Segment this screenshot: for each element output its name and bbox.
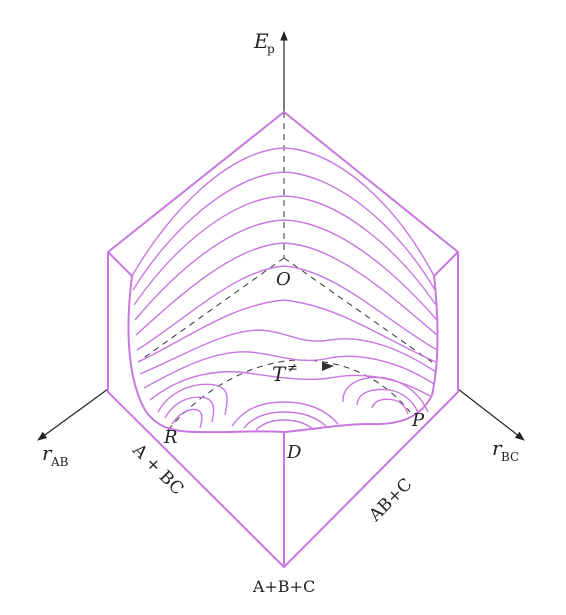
contour-line bbox=[171, 408, 203, 429]
contour-line bbox=[255, 419, 315, 431]
dashed-right-line bbox=[283, 257, 433, 363]
rbc-axis-label: r bbox=[492, 436, 503, 460]
left-valley-label: A + BC bbox=[128, 440, 188, 500]
rab-axis-subscript: AB bbox=[50, 455, 69, 469]
reaction-path bbox=[167, 359, 411, 431]
contour-line bbox=[137, 299, 437, 363]
contour-lines bbox=[131, 147, 438, 431]
axes bbox=[37, 31, 525, 441]
contour-line bbox=[231, 401, 339, 427]
dashed-lines bbox=[137, 112, 433, 431]
rbc-axis bbox=[457, 388, 525, 441]
contour-line bbox=[136, 265, 438, 351]
surface-rim bbox=[127, 275, 439, 434]
contour-line bbox=[243, 411, 327, 429]
rab-axis bbox=[37, 388, 109, 441]
contour-line bbox=[342, 376, 429, 413]
contour-line bbox=[131, 147, 435, 277]
contour-line bbox=[143, 351, 435, 389]
top-right-ridge bbox=[433, 251, 459, 277]
contour-line bbox=[134, 219, 438, 321]
top-left-ridge bbox=[107, 251, 133, 277]
transition-state-mark: ≠ bbox=[287, 361, 298, 376]
contour-line bbox=[164, 396, 215, 423]
contour-line bbox=[356, 388, 419, 413]
surface-frame bbox=[107, 111, 459, 568]
contour-line bbox=[371, 398, 409, 415]
contour-line bbox=[157, 383, 228, 416]
origin-label: O bbox=[276, 269, 291, 290]
transition-state-label: T bbox=[272, 362, 287, 386]
right-valley-label: AB+C bbox=[365, 475, 417, 527]
contour-line bbox=[133, 195, 437, 306]
product-point-label: P bbox=[411, 410, 425, 431]
energy-axis-label: E bbox=[253, 29, 269, 53]
contour-line bbox=[139, 329, 437, 375]
contour-line bbox=[135, 242, 438, 336]
reaction-path-arrow bbox=[322, 362, 334, 371]
bottom-point-label: D bbox=[286, 442, 302, 463]
bottom-corner-label: A+B+C bbox=[252, 577, 315, 596]
reactant-point-label: R bbox=[163, 427, 178, 448]
rab-axis-label: r bbox=[42, 441, 53, 465]
dashed-left-line bbox=[137, 257, 285, 363]
energy-axis-subscript: p bbox=[267, 42, 275, 56]
contour-line bbox=[132, 171, 436, 291]
rbc-axis-subscript: BC bbox=[501, 450, 519, 464]
